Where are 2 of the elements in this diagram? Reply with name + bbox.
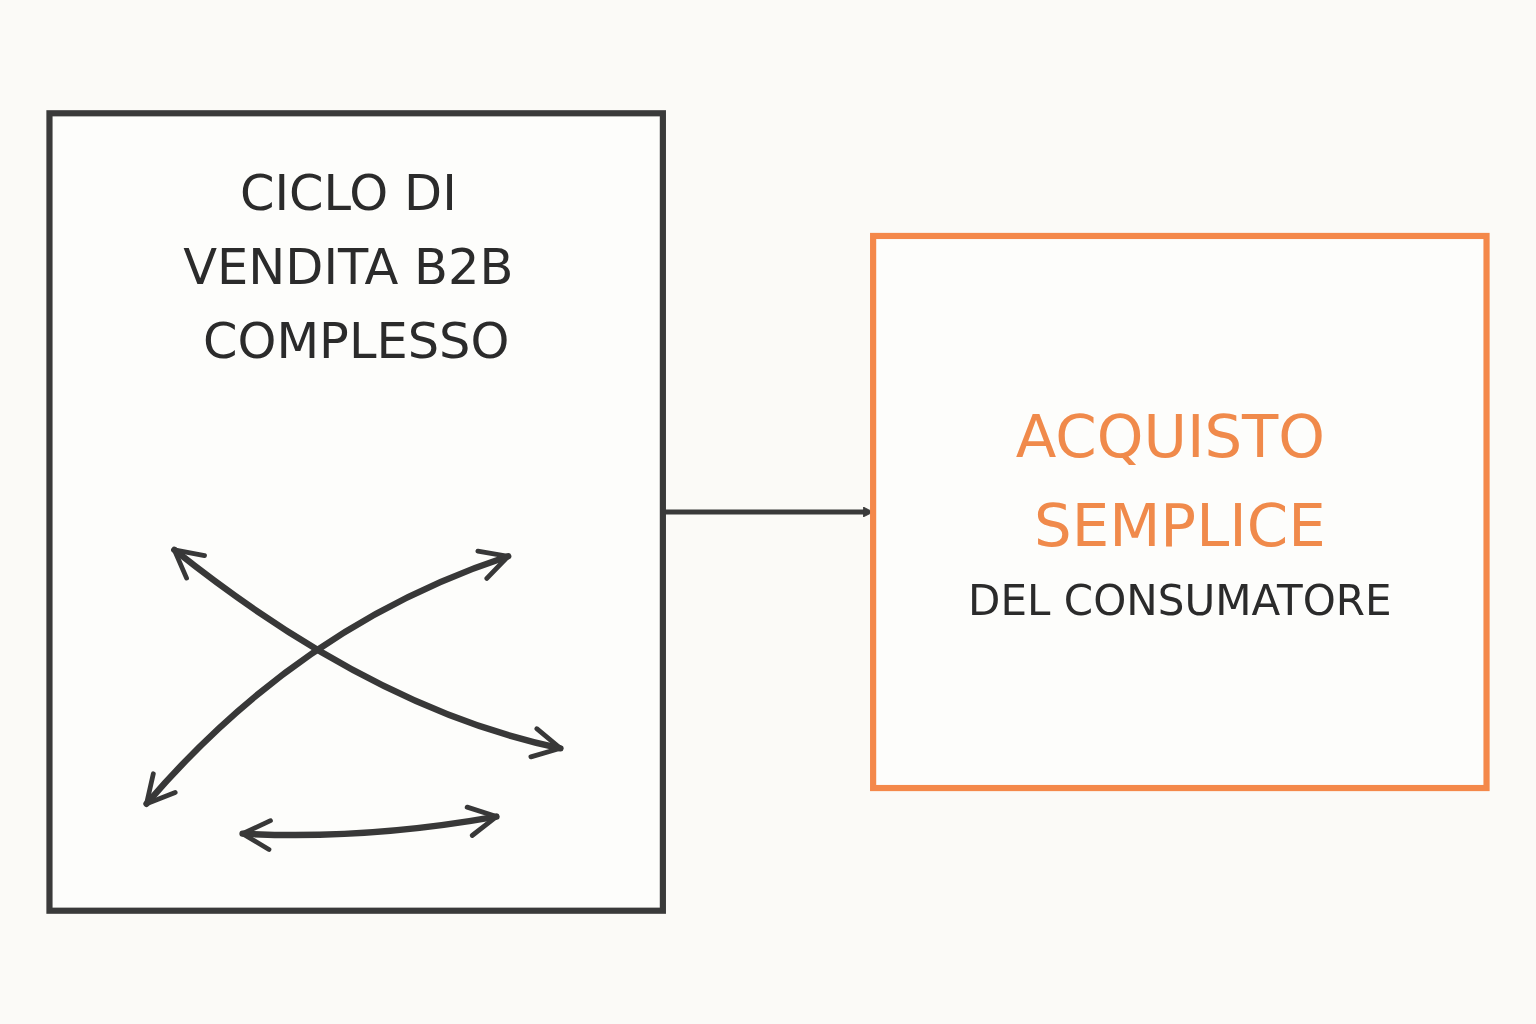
node-box: ACQUISTO SEMPLICE DEL CONSUMATORE — [870, 232, 1490, 792]
node-box: CICLO DI VENDITA B2B COMPLESSO — [46, 110, 666, 914]
